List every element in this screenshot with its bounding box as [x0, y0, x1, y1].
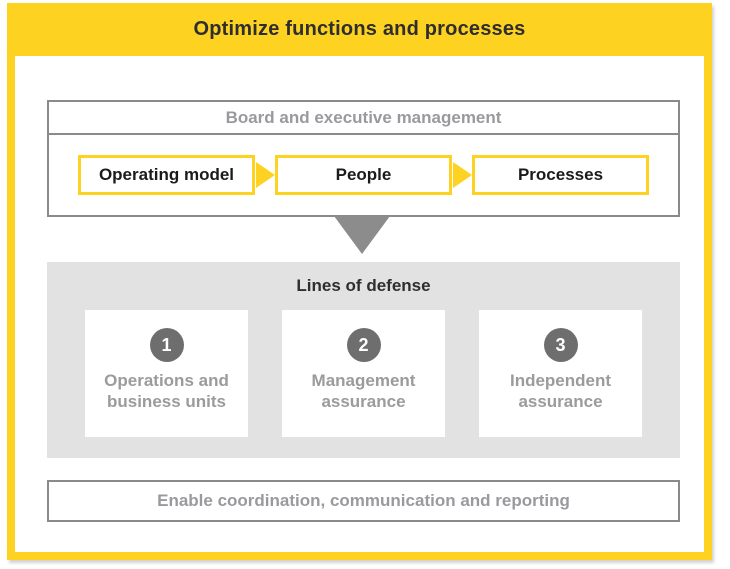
step-processes: Processes [472, 155, 649, 195]
defense-card-independent: 3 Independent assurance [479, 310, 642, 437]
defense-cards-row: 1 Operations and business units 2 Manage… [85, 310, 642, 437]
board-management-box: Board and executive management Operating… [47, 100, 680, 217]
defense-card-label: Management assurance [311, 371, 416, 411]
arrow-right-icon [255, 162, 275, 188]
step-number-badge: 1 [149, 328, 184, 362]
step-number-badge: 2 [346, 328, 381, 362]
defense-card-management: 2 Management assurance [282, 310, 445, 437]
defense-card-label: Independent assurance [509, 371, 612, 411]
step-people: People [275, 155, 452, 195]
board-management-title: Board and executive management [49, 102, 678, 135]
defense-card-operations: 1 Operations and business units [85, 310, 248, 437]
lines-of-defense-section: Lines of defense 1 Operations and busine… [47, 262, 680, 458]
page-title: Optimize functions and processes [193, 18, 526, 40]
step-number-badge: 3 [543, 328, 578, 362]
header-band: Optimize functions and processes [7, 3, 712, 56]
enable-coordination-box: Enable coordination, communication and r… [47, 480, 680, 522]
step-operating-model: Operating model [78, 155, 255, 195]
board-steps-row: Operating model People Processes [49, 135, 678, 215]
lines-of-defense-title: Lines of defense [296, 276, 431, 295]
defense-card-label: Operations and business units [104, 371, 229, 411]
arrow-right-icon [452, 162, 472, 188]
arrow-down-icon [334, 216, 390, 254]
